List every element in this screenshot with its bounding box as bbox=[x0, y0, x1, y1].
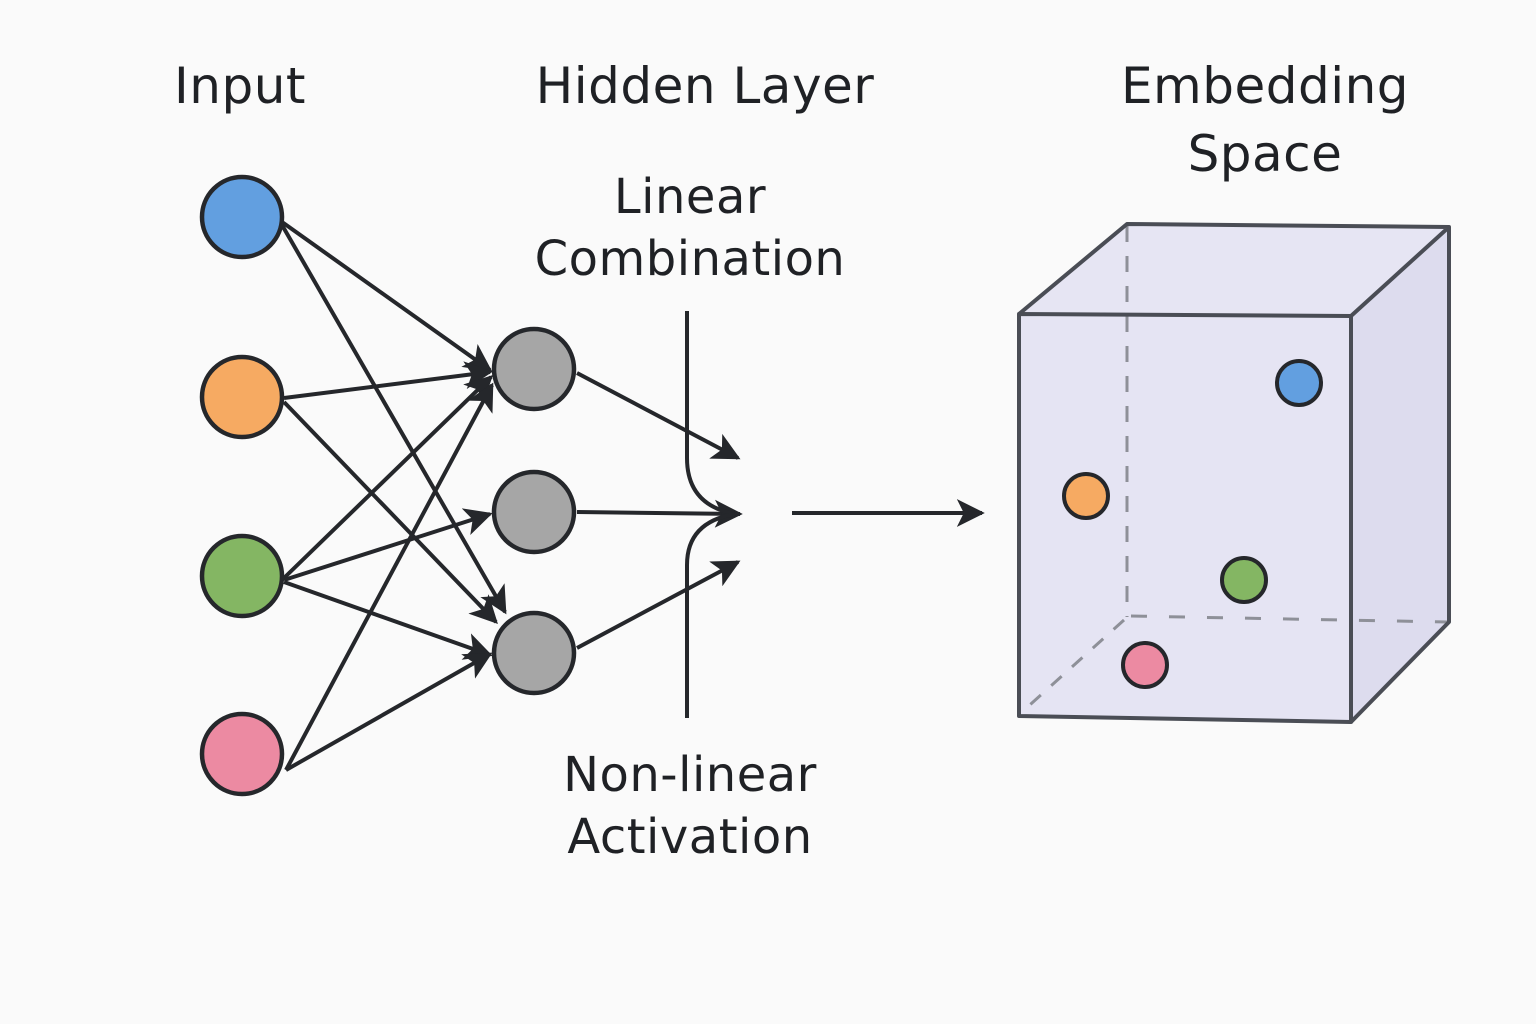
hidden-node-h1 bbox=[491, 326, 577, 412]
embedding-cube bbox=[1017, 222, 1451, 724]
cube-hidden-edge-horizontal bbox=[1130, 614, 1448, 624]
edge-orange-h3 bbox=[282, 400, 498, 625]
input-layer-title: Input bbox=[174, 57, 306, 115]
embedding-title-line2: Space bbox=[1187, 125, 1343, 183]
activation-stage bbox=[576, 311, 985, 718]
embedding-title-line1: Embedding bbox=[1120, 57, 1410, 115]
linear-label-line2: Combination bbox=[534, 231, 846, 287]
nonlinear-label-line2: Activation bbox=[567, 809, 813, 865]
embedding-points bbox=[1062, 359, 1323, 689]
input-node-pink bbox=[199, 711, 285, 797]
hidden-node-h2 bbox=[491, 469, 577, 555]
input-node-orange bbox=[199, 354, 285, 440]
edge-blue-h1 bbox=[280, 220, 493, 372]
embedding-space-title: Embedding Space bbox=[1060, 56, 1470, 184]
activation-curve-top bbox=[685, 311, 736, 516]
cube-right-face bbox=[1351, 227, 1449, 722]
embedding-point-blue bbox=[1275, 359, 1323, 407]
h3-output-arrow bbox=[576, 560, 741, 650]
nonlinear-activation-label: Non-linear Activation bbox=[470, 744, 910, 868]
h1-output-arrow bbox=[576, 371, 741, 460]
edge-blue-h3 bbox=[280, 224, 507, 615]
edge-pink-h3 bbox=[285, 652, 493, 772]
linear-label-line1: Linear bbox=[613, 169, 767, 225]
cube-hidden-edge-depth bbox=[1020, 618, 1126, 714]
cube-right-outline bbox=[1349, 227, 1451, 724]
input-layer bbox=[199, 174, 285, 797]
cube-front-face bbox=[1019, 314, 1351, 722]
h2-output-arrow bbox=[576, 499, 743, 528]
input-node-blue bbox=[199, 174, 285, 260]
edge-pink-h1 bbox=[284, 382, 494, 771]
edge-green-h3 bbox=[283, 580, 493, 660]
hidden-layer bbox=[491, 326, 577, 696]
embedding-point-orange bbox=[1062, 472, 1110, 520]
edge-green-h2 bbox=[283, 508, 493, 582]
linear-combination-label: Linear Combination bbox=[470, 166, 910, 290]
input-node-green bbox=[199, 533, 285, 619]
embedding-point-pink bbox=[1121, 641, 1169, 689]
cube-top-outline bbox=[1017, 222, 1451, 318]
connection-edges bbox=[280, 220, 507, 772]
edge-orange-h1 bbox=[283, 361, 493, 400]
embedding-point-green bbox=[1220, 556, 1268, 604]
activation-curve-bottom bbox=[685, 512, 736, 718]
hidden-node-h3 bbox=[491, 610, 577, 696]
nonlinear-label-line1: Non-linear bbox=[563, 747, 817, 803]
hidden-layer-title: Hidden Layer bbox=[535, 57, 875, 115]
edge-green-h1 bbox=[282, 375, 494, 580]
